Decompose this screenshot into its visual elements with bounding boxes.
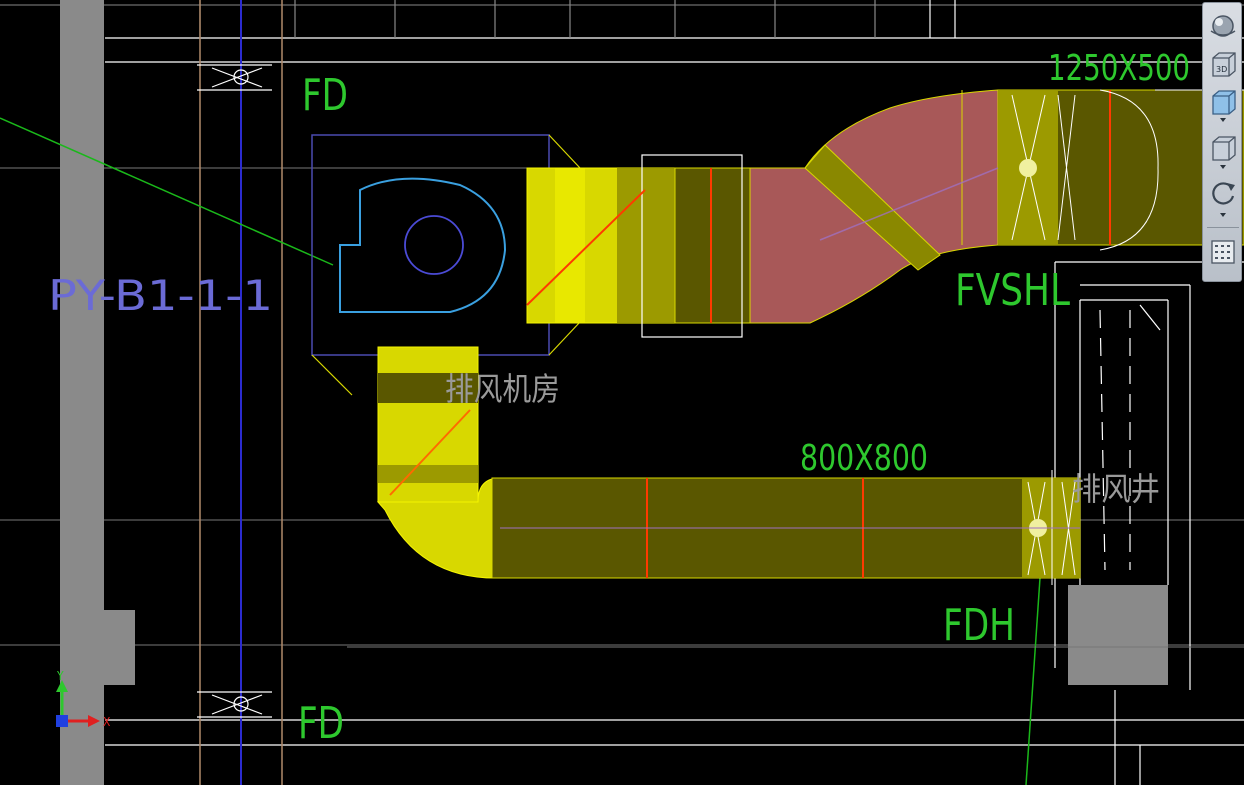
chevron-down-icon[interactable] (1207, 116, 1239, 124)
zoom-cube-icon[interactable] (1207, 133, 1239, 163)
navigation-bar-separator (1207, 227, 1239, 228)
view-3d-label: 3D (1216, 65, 1227, 74)
duct-size-upper: 1250X500 (1048, 48, 1190, 89)
axis-lines (0, 0, 1041, 785)
ucs-icon: Y X (56, 669, 111, 729)
ucs-y-label: Y (56, 669, 64, 683)
shaft-label: 排风井 (1072, 470, 1160, 508)
chevron-down-icon[interactable] (1207, 163, 1239, 171)
lower-duct (347, 346, 1244, 648)
chevron-down-icon[interactable] (1207, 211, 1239, 219)
fire-damper-top (197, 64, 272, 91)
view-3d-icon[interactable]: 3D (1207, 49, 1239, 79)
orbit-icon[interactable] (1207, 179, 1239, 209)
exhaust-shaft (1099, 304, 1161, 571)
equipment-tag: PY-B1-1-1 (48, 271, 273, 320)
wall-columns (60, 0, 1168, 785)
fire-damper-bottom (197, 691, 272, 718)
navigation-wheel-icon[interactable] (1207, 11, 1239, 41)
duct-size-lower: 800X800 (800, 438, 928, 479)
room-label: 排风机房 (445, 370, 560, 408)
view-cube-icon[interactable] (1207, 87, 1239, 117)
navigation-bar[interactable]: 3D (1202, 2, 1242, 282)
show-motion-icon[interactable] (1207, 237, 1239, 267)
damper-label-fd-bottom: FD (298, 698, 344, 749)
upper-duct (526, 89, 1244, 338)
damper-label-fd-top: FD (302, 70, 348, 121)
damper-label-fvshl: FVSHL (955, 265, 1070, 316)
damper-label-fdh: FDH (943, 600, 1015, 651)
ucs-x-label: X (103, 715, 111, 729)
